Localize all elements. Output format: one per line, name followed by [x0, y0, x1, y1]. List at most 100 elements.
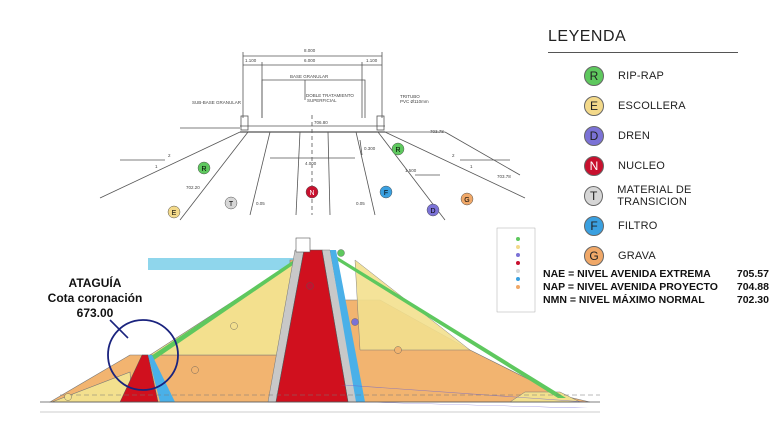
slope-left-label: 2	[168, 153, 171, 158]
marker-escollera-letter: E	[172, 210, 177, 217]
legend-swatch-icon: G	[584, 246, 604, 266]
legend-item-label: RIP-RAP	[618, 70, 665, 82]
road-section-labels: 8.000 6.000 1.100 1.100 BASE GRANULAR DO…	[155, 48, 511, 206]
dim-1500-label: 1.500	[405, 168, 417, 173]
parapet-left	[240, 115, 249, 131]
reservoir-water	[148, 258, 308, 270]
slope-right-inner	[355, 131, 376, 216]
dim-0300-line	[359, 139, 363, 156]
marker-grava	[460, 192, 474, 206]
legend-title: LEYENDA	[548, 28, 627, 45]
ataguia-pointer	[109, 319, 129, 339]
slope-left-mid	[179, 131, 249, 221]
marker-riprap-right	[391, 142, 405, 156]
level-value: 704.88	[736, 281, 769, 293]
pipe-label-2: PVC Ø110mm	[400, 99, 429, 104]
marker-transicion	[224, 196, 238, 210]
slope-left-outer	[99, 131, 241, 199]
dam-marker-dren	[351, 318, 359, 326]
marker-nucleo-letter: N	[309, 190, 314, 197]
water-levels-panel: NAE = NIVEL AVENIDA EXTREMA 705.57 NAP =…	[543, 268, 769, 307]
legend-item-dren: D DREN	[548, 121, 758, 151]
dam-section-markers	[64, 249, 402, 401]
ataguia-subtitle: Cota coronación	[47, 291, 143, 305]
crest-block	[295, 237, 311, 253]
legend-item-label: ESCOLLERA	[618, 100, 686, 112]
mini-legend-dot-n	[516, 261, 520, 265]
legend-swatch-icon: N	[584, 156, 604, 176]
dren-strip	[340, 385, 590, 402]
level-row-nmn: NMN = NIVEL MÁXIMO NORMAL 702.30	[543, 294, 769, 307]
slope-right-label: 2	[452, 153, 455, 158]
legend-swatch-icon: R	[584, 66, 604, 86]
slope-left-inner	[249, 131, 271, 216]
dam-marker-nucleo	[306, 282, 314, 290]
base-granular-label: BASE GRANULAR	[290, 74, 329, 79]
riprap-upstream	[148, 256, 306, 360]
mini-legend-dot-r	[516, 237, 520, 241]
legend-swatch-icon: E	[584, 96, 604, 116]
ataguia-highlight-circle	[107, 319, 179, 391]
legend-swatch-icon: F	[584, 216, 604, 236]
legend-item-label: MATERIAL DE TRANSICION	[617, 184, 692, 208]
dim-4000-label: 4.000	[305, 161, 317, 166]
one-right-label: 1	[470, 164, 473, 169]
mini-legend	[496, 227, 536, 313]
marker-riprap-left-letter: R	[201, 166, 206, 173]
marker-transicion-letter: T	[229, 201, 234, 208]
elev-right-label: 703.78	[497, 174, 511, 179]
dam-cross-section	[40, 237, 600, 413]
mini-legend-dot-d	[516, 253, 520, 257]
marker-grava-letter: G	[464, 197, 469, 204]
level-label: NMN = NIVEL MÁXIMO NORMAL	[543, 294, 705, 306]
dim-005-right-label: 0.05	[356, 201, 365, 206]
level-row-nap: NAP = NIVEL AVENIDA PROYECTO 704.88	[543, 281, 769, 294]
legend-swatch-icon: D	[584, 126, 604, 146]
treatment-label-1: DOBLE TRATAMIENTO	[306, 93, 354, 98]
legend-swatch-icon: T	[584, 186, 604, 206]
marker-dren-letter: D	[430, 208, 435, 215]
legend-item-label: FILTRO	[618, 220, 658, 232]
elev-berm-label: 703.78	[430, 129, 444, 134]
marker-filtro-letter: F	[384, 190, 388, 197]
mini-legend-dot-g	[516, 285, 520, 289]
berm-right-slope	[444, 131, 521, 176]
dam-marker-grava-left	[191, 366, 199, 374]
ataguia-title: ATAGUÍA	[68, 276, 122, 290]
legend-item-rip-rap: R RIP-RAP	[548, 61, 758, 91]
filtro-downstream	[330, 250, 365, 402]
slope-right-outer	[384, 131, 526, 199]
road-cross-section	[99, 52, 526, 221]
dim-0300-label: 0.300	[364, 146, 376, 151]
elev-center-label: 706.80	[314, 120, 328, 125]
marker-escollera	[167, 205, 181, 219]
level-label: NAE = NIVEL AVENIDA EXTREMA	[543, 268, 711, 280]
treatment-label-2: SUPERFICIAL	[307, 98, 337, 103]
dim-005-left-label: 0.05	[256, 201, 265, 206]
subbase-label: SUB-BASE GRANULAR	[192, 100, 242, 105]
level-value: 702.30	[736, 294, 769, 306]
dam-marker-riprap	[337, 249, 345, 257]
dren-blanket	[358, 402, 588, 408]
ataguia-elevation: 673.00	[76, 306, 114, 320]
base-granular-outline	[261, 79, 366, 118]
mini-legend-dot-e	[516, 245, 520, 249]
marker-nucleo	[305, 185, 319, 199]
parapet-right	[376, 115, 385, 131]
legend-item-label: DREN	[618, 130, 650, 142]
dam-marker-ataguia-escollera	[64, 393, 72, 401]
legend-item-material-de-transicion: T MATERIAL DE TRANSICION	[548, 181, 758, 211]
escollera-ataguia	[51, 371, 133, 403]
marker-riprap-right-letter: R	[395, 147, 400, 154]
dam-marker-grava-right	[394, 346, 402, 354]
core-left-line	[295, 131, 301, 216]
dim-inner-label: 6.000	[304, 58, 316, 63]
legend-item-escollera: E ESCOLLERA	[548, 91, 758, 121]
riprap-downstream	[330, 256, 566, 398]
